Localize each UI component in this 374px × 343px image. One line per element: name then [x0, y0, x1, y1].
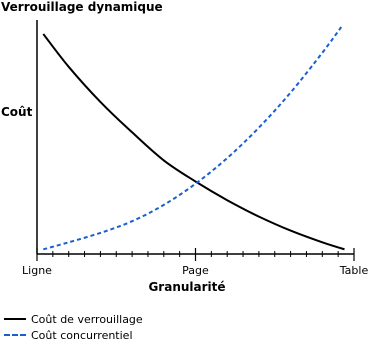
series-line-1 [43, 26, 343, 251]
x-tick-label-page: Page [182, 264, 209, 277]
x-tick-label-ligne: Ligne [22, 264, 52, 277]
x-axis-ticks [36, 248, 355, 261]
legend-label-1: Coût concurrentiel [31, 328, 133, 342]
legend-swatch-0 [4, 318, 26, 320]
legend-swatch-1 [4, 334, 26, 336]
legend-label-0: Coût de verrouillage [31, 312, 143, 326]
chart-title: Verrouillage dynamique [1, 0, 163, 14]
x-axis-label: Granularité [148, 280, 226, 294]
x-tick-labels: Ligne Page Table [22, 264, 368, 277]
series-line-0 [42, 33, 345, 251]
series-lines [42, 26, 345, 251]
legend-item-0: Coût de verrouillage [4, 311, 143, 327]
axes [36, 20, 354, 255]
legend-item-1: Coût concurrentiel [4, 327, 143, 343]
x-tick-label-table: Table [339, 264, 369, 277]
y-axis-label: Coût [1, 105, 33, 119]
legend: Coût de verrouillage Coût concurrentiel [4, 311, 143, 343]
